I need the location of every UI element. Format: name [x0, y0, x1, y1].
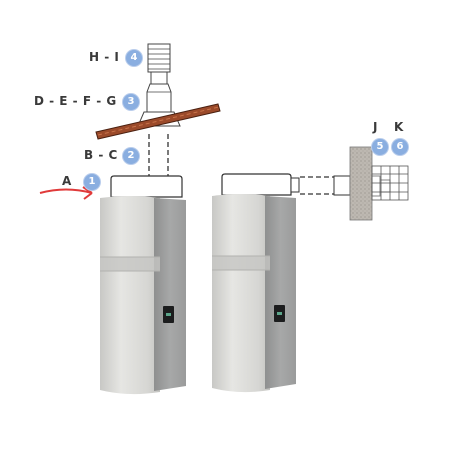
badge-4: 4	[126, 50, 142, 66]
flue-pipe-upper	[146, 83, 172, 113]
label-b-c: B - C	[84, 148, 118, 162]
badge-1: 1	[84, 174, 100, 190]
badge-3: 3	[123, 94, 139, 110]
vertical-flue-group	[95, 43, 221, 198]
flue-terminal-cap	[147, 43, 171, 85]
badge-5: 5	[372, 139, 388, 155]
water-heater-left	[100, 196, 186, 395]
badge-6: 6	[392, 139, 408, 155]
dashed-duct-horizontal	[300, 176, 334, 195]
exterior-wall	[349, 146, 373, 221]
tank-top-collar-right	[221, 173, 292, 196]
roof-section	[95, 103, 221, 140]
label-d-e-f-g: D - E - F - G	[34, 94, 117, 108]
dashed-duct-vertical	[148, 134, 169, 176]
terminal-grid-guard	[371, 165, 409, 201]
label-a: A	[62, 174, 72, 188]
label-k: K	[394, 120, 404, 134]
horizontal-flue-group	[221, 146, 409, 221]
label-h-i: H - I	[89, 50, 120, 64]
tank-top-collar-left	[110, 175, 183, 198]
water-heater-right	[212, 194, 296, 393]
label-j: J	[373, 120, 378, 134]
badge-2: 2	[123, 148, 139, 164]
red-pointer-arrow	[39, 186, 93, 200]
